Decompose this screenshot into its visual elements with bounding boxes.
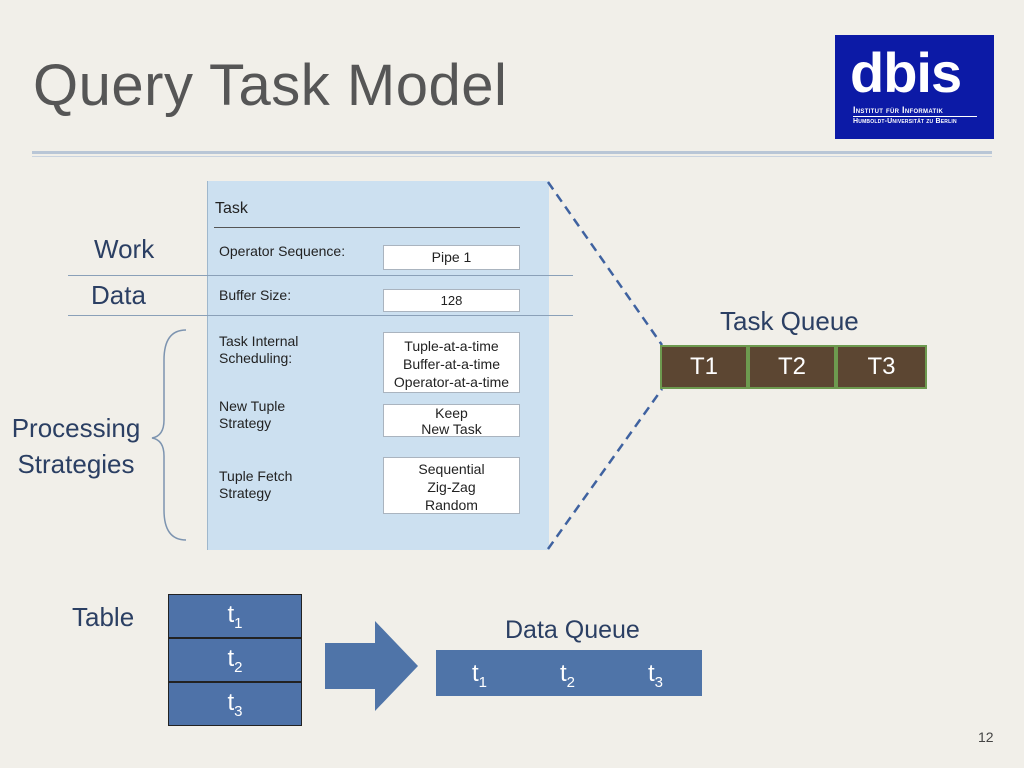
tuple-base: t <box>560 660 567 687</box>
value-line: Tuple-at-a-time <box>404 338 499 354</box>
label-line: Task Internal <box>219 333 299 349</box>
operator-sequence-value: Pipe 1 <box>383 245 520 270</box>
value-line: Buffer-at-a-time <box>403 356 500 372</box>
data-queue-item: t3 <box>648 660 663 691</box>
table-row: t1 <box>168 594 302 638</box>
label-line: Strategies <box>17 449 135 479</box>
tuple-base: t <box>648 660 655 687</box>
dbis-logo: dbis Institut für Informatik Humboldt-Un… <box>835 35 994 139</box>
tuple-sub: 1 <box>234 615 243 632</box>
label-line: Scheduling: <box>219 350 293 366</box>
dashed-connector-top <box>546 181 664 346</box>
label-line: Processing <box>11 413 141 443</box>
logo-underline <box>853 116 977 117</box>
value-line: Keep <box>435 405 468 421</box>
task-title: Task <box>215 200 248 217</box>
buffer-size-label: Buffer Size: <box>219 287 292 303</box>
task-internal-scheduling-value: Tuple-at-a-time Buffer-at-a-time Operato… <box>383 332 520 393</box>
task-title-rule <box>214 227 520 228</box>
tuple-sub: 3 <box>234 703 243 720</box>
label-line: Strategy <box>219 415 272 431</box>
curly-brace <box>151 329 187 541</box>
data-divider <box>68 315 573 316</box>
label-line: New Tuple <box>219 398 286 414</box>
slide-title: Query Task Model <box>33 53 508 118</box>
tuple-base: t <box>227 689 235 716</box>
work-divider <box>68 275 573 276</box>
right-arrow-icon <box>325 621 418 711</box>
data-queue-item: t1 <box>472 660 487 691</box>
logo-line2: Humboldt-Universität zu Berlin <box>853 118 957 125</box>
value-line: Operator-at-a-time <box>393 374 510 390</box>
logo-name: dbis <box>850 41 962 104</box>
value-line: Sequential <box>418 461 485 477</box>
task-queue-item: T2 <box>748 345 836 389</box>
buffer-size-value: 128 <box>383 289 520 312</box>
tuple-sub: 3 <box>654 674 664 691</box>
logo-line1: Institut für Informatik <box>853 105 944 115</box>
task-internal-scheduling-label: Task Internal Scheduling: <box>219 333 298 367</box>
processing-strategies-label: Processing Strategies <box>2 410 150 482</box>
label-line: Tuple Fetch <box>219 468 293 484</box>
table-row: t2 <box>168 638 302 682</box>
value-line: New Task <box>421 421 482 437</box>
value-line: Zig-Zag <box>427 479 476 495</box>
dashed-connector-bottom <box>546 388 664 550</box>
page-number: 12 <box>978 729 994 745</box>
data-queue: t1 t2 t3 <box>436 650 702 696</box>
data-label: Data <box>91 280 146 310</box>
tuple-sub: 1 <box>478 674 488 691</box>
tuple-sub: 2 <box>566 674 576 691</box>
task-queue-label: Task Queue <box>720 306 859 336</box>
tuple-base: t <box>472 660 479 687</box>
table-label: Table <box>72 602 135 632</box>
work-label: Work <box>94 234 155 264</box>
task-queue-item: T3 <box>836 345 927 389</box>
new-tuple-strategy-label: New Tuple Strategy <box>219 398 285 432</box>
label-line: Strategy <box>219 485 272 501</box>
table-row: t3 <box>168 682 302 726</box>
operator-sequence-label: Operator Sequence: <box>219 243 346 259</box>
task-queue-item: T1 <box>660 345 748 389</box>
data-queue-label: Data Queue <box>505 616 640 644</box>
value-line: Random <box>425 497 478 513</box>
title-divider-thin <box>32 156 992 157</box>
tuple-fetch-strategy-label: Tuple Fetch Strategy <box>219 468 292 502</box>
data-queue-item: t2 <box>560 660 575 691</box>
tuple-base: t <box>227 601 235 628</box>
tuple-sub: 2 <box>234 659 243 676</box>
new-tuple-strategy-value: Keep New Task <box>383 404 520 437</box>
title-divider <box>32 151 992 154</box>
tuple-base: t <box>227 645 235 672</box>
tuple-fetch-strategy-value: Sequential Zig-Zag Random <box>383 457 520 514</box>
